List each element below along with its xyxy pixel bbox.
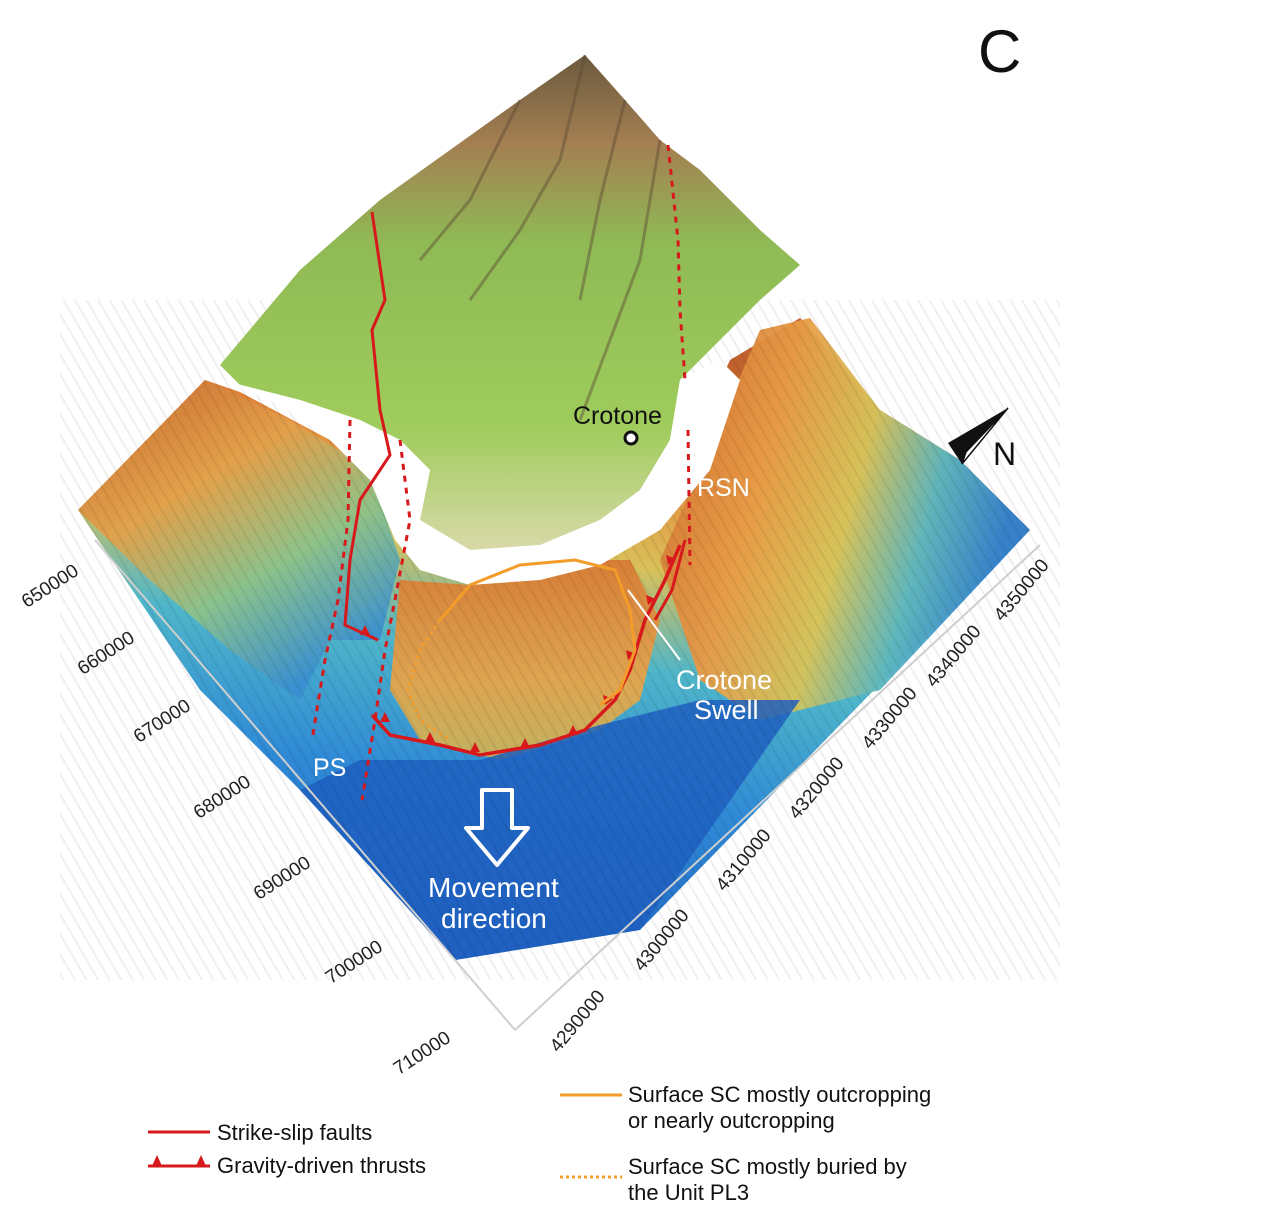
coastal-gap — [222, 360, 740, 585]
gravity-thrust-front — [370, 544, 682, 757]
north-label: N — [993, 436, 1017, 472]
legend-strike-slip-label: Strike-slip faults — [217, 1120, 373, 1145]
north-arrow-highlight — [961, 407, 1009, 465]
legend-sc-outcrop-label-2: or nearly outcropping — [628, 1108, 835, 1133]
crotone-city-label: Crotone — [573, 402, 662, 430]
legend-thrust-teeth — [152, 1155, 206, 1166]
land-ridges — [418, 54, 662, 421]
movement-label-1: Movement — [428, 872, 559, 903]
north-arrow-icon — [948, 408, 1008, 464]
crotone-swell-label-2: Swell — [694, 695, 759, 725]
land-terrain — [220, 55, 800, 550]
movement-label-2: direction — [441, 903, 547, 934]
panel-letter: C — [978, 18, 1022, 85]
surface-sc-buried — [406, 619, 451, 742]
strike-slip-fault-east — [666, 144, 692, 566]
axis-frame-right — [514, 544, 1041, 1031]
swell-pointer — [627, 589, 681, 661]
strike-slip-fault-west-dashed — [310, 419, 412, 801]
rsn-label: RSN — [697, 474, 750, 502]
strike-slip-fault-east-solid — [653, 539, 687, 621]
legend-sc-outcrop-label-1: Surface SC mostly outcropping — [628, 1082, 932, 1107]
surface-sc-outcrop — [438, 558, 637, 707]
legend-sc-buried-label-2: the Unit PL3 — [628, 1180, 750, 1205]
crotone-city-marker — [623, 430, 639, 446]
legend-sc-buried-label-1: Surface SC mostly buried by — [628, 1154, 907, 1179]
crotone-swell-label-1: Crotone — [676, 665, 773, 695]
legend-gravity-thrusts-label: Gravity-driven thrusts — [217, 1153, 427, 1178]
ps-label: PS — [313, 754, 347, 782]
movement-arrow-icon — [464, 788, 530, 867]
strike-slip-fault-west — [343, 211, 392, 642]
axis-frame-left — [94, 539, 516, 1031]
